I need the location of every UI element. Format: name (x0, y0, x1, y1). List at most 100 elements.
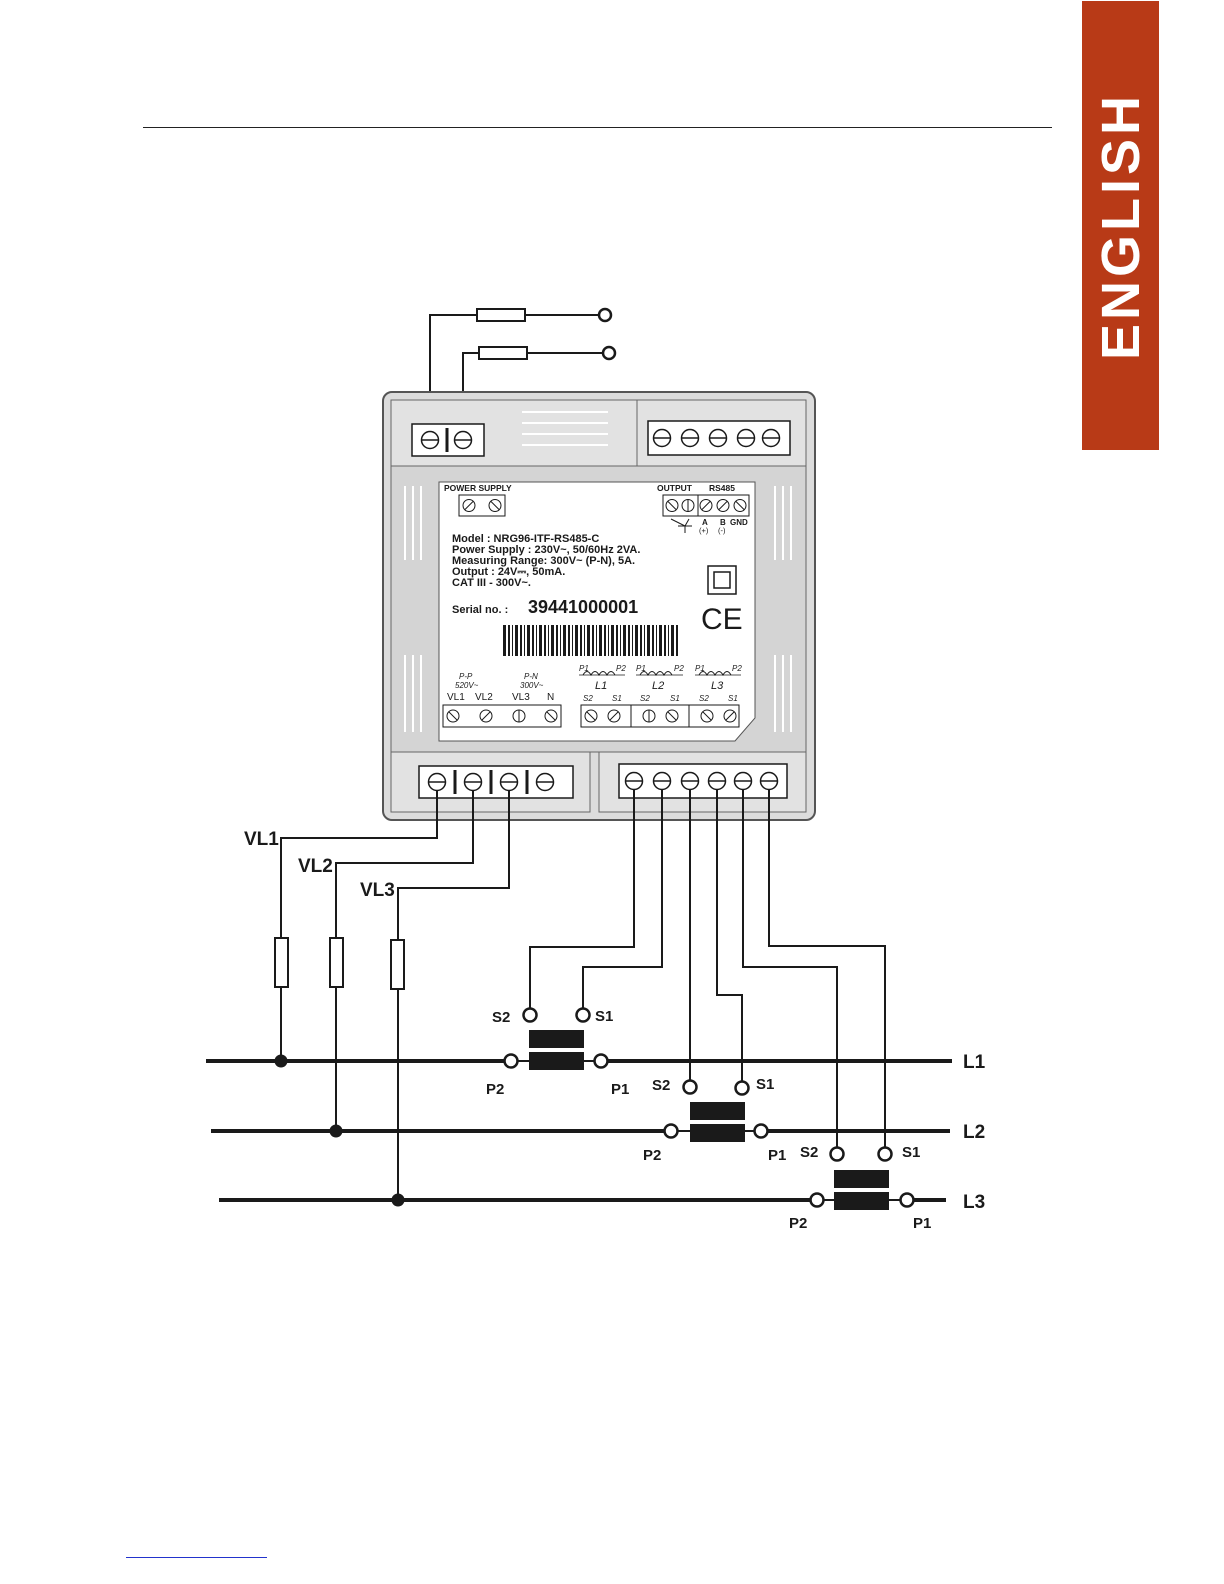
barcode-bar (596, 625, 597, 656)
power-supply-line: Power Supply : 230V~, 50/60Hz 2VA. (452, 544, 640, 556)
barcode-bar (532, 625, 534, 656)
line-l2-label: L2 (963, 1122, 985, 1143)
ct3-s2-label: S2 (800, 1144, 818, 1161)
barcode-bar (527, 625, 530, 656)
measuring-range-line: Measuring Range: 300V~ (P-N), 5A. (452, 555, 635, 567)
phase-lines (206, 1059, 952, 1202)
model-line: Model : NRG96-ITF-RS485-C (452, 533, 599, 545)
output-terminal-block (647, 420, 791, 456)
ct-symbol-l1-p1: P1 (579, 664, 589, 673)
barcode-bar (580, 625, 582, 656)
barcode-bar (568, 625, 570, 656)
barcode-bar (644, 625, 645, 656)
current-transformer-l1 (503, 1007, 609, 1070)
barcode-bar (632, 625, 633, 656)
ct1-p1-label: P1 (611, 1081, 629, 1098)
barcode-bar (544, 625, 546, 656)
barcode-bar (560, 625, 561, 656)
ct-symbol-l2-s1: S1 (670, 694, 680, 703)
label-term-vl2: VL2 (475, 692, 493, 703)
ct-symbol-l2: P1 P2 L2 S2 S1 (636, 664, 684, 703)
label-rs485-a-sign: (+) (699, 526, 709, 535)
ct-symbol-l1-p2: P2 (616, 664, 626, 673)
barcode-bar (664, 625, 666, 656)
barcode-bar (676, 625, 678, 656)
ct-symbol-l2-p1: P1 (636, 664, 646, 673)
barcode-bar (635, 625, 638, 656)
serial-number: 39441000001 (528, 597, 638, 617)
ct-symbol-l3-s2: S2 (699, 694, 709, 703)
ct3-p2-label: P2 (789, 1215, 807, 1232)
current-transformer-l3 (809, 1146, 915, 1210)
ct-symbol-l3: P1 P2 L3 S2 S1 (695, 664, 742, 703)
current-wires (529, 790, 886, 1148)
ct-symbol-l2-s2: S2 (640, 694, 650, 703)
ct-symbol-l2-name: L2 (652, 680, 664, 692)
barcode-bar (515, 625, 518, 656)
barcode (503, 625, 678, 656)
transistor-symbol (670, 518, 692, 533)
power-supply-leads (429, 307, 617, 440)
barcode-bar (512, 625, 513, 656)
barcode-bar (647, 625, 650, 656)
ct-symbol-l3-p1: P1 (695, 664, 705, 673)
barcode-bar (616, 625, 618, 656)
barcode-bar (604, 625, 606, 656)
barcode-bar (659, 625, 662, 656)
line-l1-label: L1 (963, 1052, 986, 1073)
ct3-p1-label: P1 (913, 1215, 931, 1232)
pn-label: P-N (524, 672, 538, 681)
barcode-bar (656, 625, 657, 656)
barcode-bar (592, 625, 594, 656)
barcode-bar (539, 625, 542, 656)
label-vl3: VL3 (360, 880, 395, 901)
barcode-bar (587, 625, 590, 656)
header-rule (143, 127, 1052, 128)
ct-symbol-l1: P1 P2 L1 S2 S1 (579, 664, 626, 703)
voltage-terminal-block (418, 765, 574, 799)
label-rs485-gnd: GND (730, 518, 748, 527)
label-output: OUTPUT (657, 483, 693, 493)
line-l3-label: L3 (963, 1192, 985, 1213)
voltage-wires (274, 790, 510, 1200)
current-terminal-block (618, 763, 788, 799)
output-line: Output : 24V⎓, 50mA. (452, 566, 565, 578)
barcode-bar (520, 625, 522, 656)
barcode-bar (551, 625, 554, 656)
barcode-bar (620, 625, 621, 656)
barcode-bar (575, 625, 578, 656)
barcode-bar (572, 625, 573, 656)
barcode-bar (563, 625, 566, 656)
barcode-bar (584, 625, 585, 656)
barcode-bar (671, 625, 674, 656)
barcode-bar (668, 625, 669, 656)
barcode-bar (652, 625, 654, 656)
barcode-bar (556, 625, 558, 656)
label-rs485: RS485 (709, 483, 735, 493)
double-insulation-icon (707, 565, 737, 595)
ct1-s1-label: S1 (595, 1008, 613, 1025)
barcode-bar (548, 625, 549, 656)
barcode-bar (599, 625, 602, 656)
barcode-bar (536, 625, 537, 656)
barcode-bar (611, 625, 614, 656)
label-term-vl1: VL1 (447, 692, 465, 703)
label-vl2: VL2 (298, 856, 333, 877)
barcode-bar (508, 625, 510, 656)
ct2-p2-label: P2 (643, 1147, 661, 1164)
ct3-s1-label: S1 (902, 1144, 920, 1161)
label-rs485-b-sign: (-) (718, 526, 726, 535)
pn-value: 300V~ (520, 681, 544, 690)
ct-symbol-l3-s1: S1 (728, 694, 738, 703)
ct2-s2-label: S2 (652, 1077, 670, 1094)
barcode-bar (524, 625, 525, 656)
power-terminal-block (411, 423, 485, 457)
ct-symbol-l1-s1: S1 (612, 694, 622, 703)
category-line: CAT III - 300V~. (452, 577, 531, 589)
barcode-bar (503, 625, 506, 656)
label-vl1: VL1 (244, 829, 279, 850)
ct-symbol-l1-s2: S2 (583, 694, 593, 703)
barcode-bar (628, 625, 630, 656)
ct-symbol-l1-name: L1 (595, 680, 607, 692)
